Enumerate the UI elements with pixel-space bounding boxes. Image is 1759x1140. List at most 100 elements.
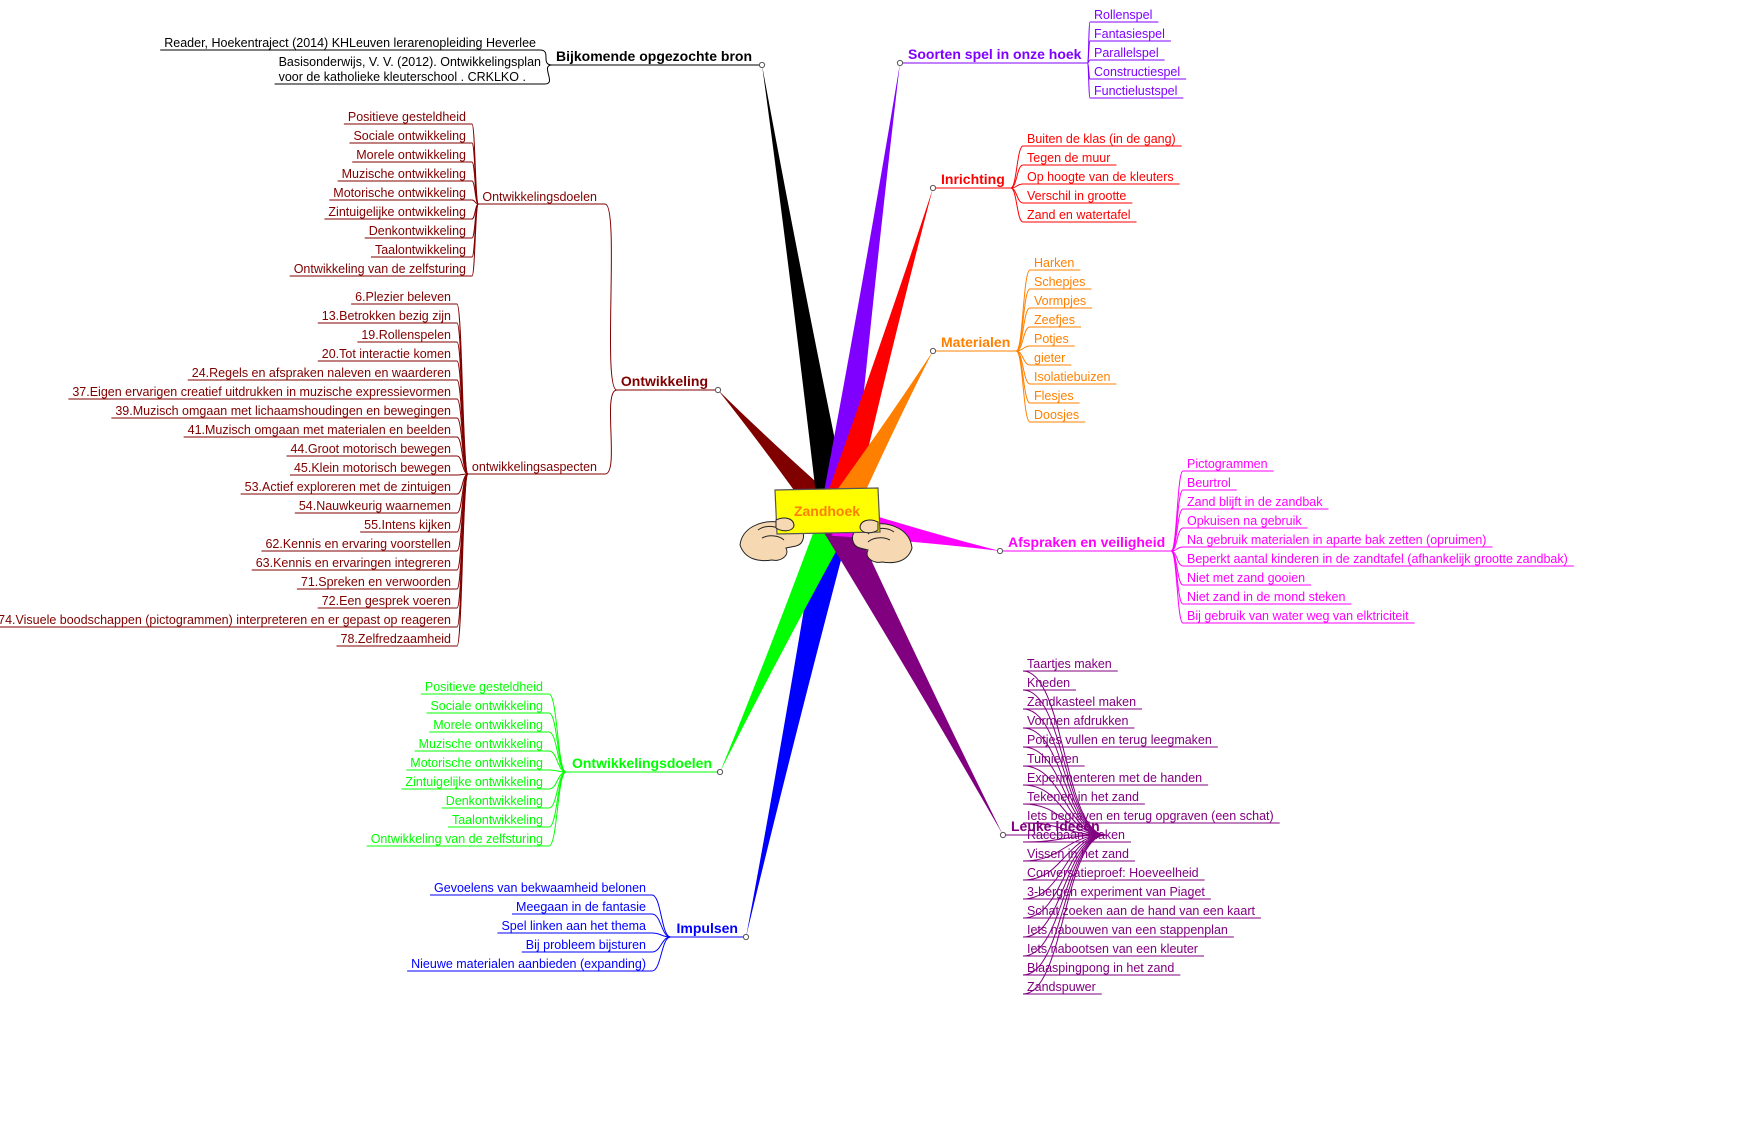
leaf-bronnen-3[interactable]: voor de katholieke kleuterschool . CRKLK… [279, 70, 526, 84]
leaf-soorten-2[interactable]: Fantasiespel [1094, 27, 1165, 41]
leaf-ideeen-13[interactable]: 3-bergen experiment van Piaget [1027, 885, 1205, 899]
leaf-ontwikkeling-2-10[interactable]: 45.Klein motorisch bewegen [294, 461, 451, 475]
leaf-afspraken-8[interactable]: Niet zand in de mond steken [1187, 590, 1345, 604]
leaf-ideeen-3[interactable]: Zandkasteel maken [1027, 695, 1136, 709]
leaf-impulsen-1[interactable]: Gevoelens van bekwaamheid belonen [434, 881, 646, 895]
leaf-impulsen-5[interactable]: Nieuwe materialen aanbieden (expanding) [411, 957, 646, 971]
leaf-doelen-2[interactable]: Sociale ontwikkeling [430, 699, 543, 713]
leaf-inrichting-3[interactable]: Op hoogte van de kleuters [1027, 170, 1174, 184]
leaf-ontwikkeling-1-4[interactable]: Muzische ontwikkeling [342, 167, 466, 181]
leaf-ontwikkeling-2-16[interactable]: 71.Spreken en verwoorden [301, 575, 451, 589]
leaf-ontwikkeling-2-19[interactable]: 78.Zelfredzaamheid [341, 632, 452, 646]
branch-soorten-label[interactable]: Soorten spel in onze hoek [908, 46, 1082, 62]
leaf-bronnen-1[interactable]: Reader, Hoekentraject (2014) KHLeuven le… [164, 36, 536, 50]
leaf-impulsen-4[interactable]: Bij probleem bijsturen [526, 938, 646, 952]
leaf-ontwikkeling-1-7[interactable]: Denkontwikkeling [369, 224, 466, 238]
leaf-ontwikkeling-2-15[interactable]: 63.Kennis en ervaringen integreren [256, 556, 451, 570]
leaf-doelen-7[interactable]: Denkontwikkeling [446, 794, 543, 808]
leaf-afspraken-6[interactable]: Beperkt aantal kinderen in de zandtafel … [1187, 552, 1568, 566]
leaf-ideeen-17[interactable]: Blaaspingpong in het zand [1027, 961, 1174, 975]
branch-afspraken-label[interactable]: Afspraken en veiligheid [1008, 534, 1165, 550]
leaf-ontwikkeling-2-13[interactable]: 55.Intens kijken [364, 518, 451, 532]
leaf-bronnen-2[interactable]: Basisonderwijs, V. V. (2012). Ontwikkeli… [279, 55, 541, 69]
leaf-ontwikkeling-2-17[interactable]: 72.Een gesprek voeren [322, 594, 451, 608]
branch-doelen-label[interactable]: Ontwikkelingsdoelen [572, 755, 712, 771]
leaf-materialen-8[interactable]: Flesjes [1034, 389, 1074, 403]
leaf-doelen-1[interactable]: Positieve gesteldheid [425, 680, 543, 694]
leaf-ontwikkeling-2-5[interactable]: 24.Regels en afspraken naleven en waarde… [192, 366, 451, 380]
leaf-ontwikkeling-2-11[interactable]: 53.Actief exploreren met de zintuigen [245, 480, 451, 494]
leaf-afspraken-2[interactable]: Beurtrol [1187, 476, 1231, 490]
leaf-ontwikkeling-1-8[interactable]: Taalontwikkeling [375, 243, 466, 257]
leaf-ontwikkeling-2-1[interactable]: 6.Plezier beleven [355, 290, 451, 304]
leaf-afspraken-5[interactable]: Na gebruik materialen in aparte bak zett… [1187, 533, 1486, 547]
leaf-ontwikkeling-2-8[interactable]: 41.Muzisch omgaan met materialen en beel… [188, 423, 451, 437]
leaf-ideeen-16[interactable]: Iets nabootsen van een kleuter [1027, 942, 1198, 956]
leaf-afspraken-1[interactable]: Pictogrammen [1187, 457, 1268, 471]
leaf-materialen-4[interactable]: Zeefjes [1034, 313, 1075, 327]
central-topic-label[interactable]: Zandhoek [794, 503, 860, 519]
leaf-ontwikkeling-1-1[interactable]: Positieve gesteldheid [348, 110, 466, 124]
leaf-ontwikkeling-2-2[interactable]: 13.Betrokken bezig zijn [322, 309, 451, 323]
subtopic-ontwikkelingsaspecten-label[interactable]: ontwikkelingsaspecten [472, 460, 597, 474]
leaf-doelen-5[interactable]: Motorische ontwikkeling [410, 756, 543, 770]
leaf-materialen-7[interactable]: Isolatiebuizen [1034, 370, 1110, 384]
leaf-ontwikkeling-2-12[interactable]: 54.Nauwkeurig waarnemen [299, 499, 451, 513]
leaf-ontwikkeling-1-9[interactable]: Ontwikkeling van de zelfsturing [294, 262, 466, 276]
leaf-ontwikkeling-1-5[interactable]: Motorische ontwikkeling [333, 186, 466, 200]
leaf-ideeen-11[interactable]: Vissen in het zand [1027, 847, 1129, 861]
leaf-inrichting-4[interactable]: Verschil in grootte [1027, 189, 1126, 203]
leaf-ideeen-9[interactable]: Iets begraven en terug opgraven (een sch… [1027, 809, 1274, 823]
leaf-ontwikkeling-2-4[interactable]: 20.Tot interactie komen [322, 347, 451, 361]
leaf-ontwikkeling-1-2[interactable]: Sociale ontwikkeling [353, 129, 466, 143]
central-topic[interactable]: Zandhoek [739, 487, 913, 564]
leaf-inrichting-5[interactable]: Zand en watertafel [1027, 208, 1131, 222]
leaf-ontwikkeling-2-7[interactable]: 39.Muzisch omgaan met lichaamshoudingen … [115, 404, 451, 418]
leaf-doelen-3[interactable]: Morele ontwikkeling [433, 718, 543, 732]
leaf-ideeen-8[interactable]: Tekenen in het zand [1027, 790, 1139, 804]
leaf-materialen-6[interactable]: gieter [1034, 351, 1065, 365]
leaf-afspraken-3[interactable]: Zand blijft in de zandbak [1187, 495, 1323, 509]
leaf-inrichting-2[interactable]: Tegen de muur [1027, 151, 1110, 165]
leaf-materialen-5[interactable]: Potjes [1034, 332, 1069, 346]
branch-inrichting-label[interactable]: Inrichting [941, 171, 1005, 187]
leaf-impulsen-3[interactable]: Spel linken aan het thema [501, 919, 646, 933]
leaf-ideeen-12[interactable]: Conversatieproef: Hoeveelheid [1027, 866, 1199, 880]
leaf-soorten-3[interactable]: Parallelspel [1094, 46, 1159, 60]
leaf-afspraken-7[interactable]: Niet met zand gooien [1187, 571, 1305, 585]
leaf-ontwikkeling-2-18[interactable]: 74.Visuele boodschappen (pictogrammen) i… [0, 613, 451, 627]
branch-impulsen-label[interactable]: Impulsen [677, 920, 738, 936]
subtopic-ontwikkelingsdoelen-label[interactable]: Ontwikkelingsdoelen [482, 190, 597, 204]
leaf-ontwikkeling-1-6[interactable]: Zintuigelijke ontwikkeling [328, 205, 466, 219]
leaf-afspraken-9[interactable]: Bij gebruik van water weg van elktricite… [1187, 609, 1409, 623]
leaf-impulsen-2[interactable]: Meegaan in de fantasie [516, 900, 646, 914]
leaf-soorten-1[interactable]: Rollenspel [1094, 8, 1152, 22]
leaf-ontwikkeling-2-6[interactable]: 37.Eigen ervarigen creatief uitdrukken i… [72, 385, 451, 399]
leaf-ideeen-7[interactable]: Experimenteren met de handen [1027, 771, 1202, 785]
leaf-ideeen-15[interactable]: Iets nabouwen van een stappenplan [1027, 923, 1228, 937]
leaf-materialen-9[interactable]: Doosjes [1034, 408, 1079, 422]
leaf-materialen-2[interactable]: Schepjes [1034, 275, 1085, 289]
leaf-doelen-4[interactable]: Muzische ontwikkeling [419, 737, 543, 751]
leaf-ontwikkeling-2-14[interactable]: 62.Kennis en ervaring voorstellen [265, 537, 451, 551]
leaf-materialen-3[interactable]: Vormpjes [1034, 294, 1086, 308]
branch-ideeen-label[interactable]: Leuke ideeën [1011, 818, 1100, 834]
leaf-inrichting-1[interactable]: Buiten de klas (in de gang) [1027, 132, 1176, 146]
leaf-ideeen-18[interactable]: Zandspuwer [1027, 980, 1096, 994]
leaf-materialen-1[interactable]: Harken [1034, 256, 1074, 270]
leaf-ontwikkeling-2-3[interactable]: 19.Rollenspelen [361, 328, 451, 342]
leaf-doelen-6[interactable]: Zintuigelijke ontwikkeling [405, 775, 543, 789]
leaf-afspraken-4[interactable]: Opkuisen na gebruik [1187, 514, 1302, 528]
leaf-ideeen-2[interactable]: Kneden [1027, 676, 1070, 690]
leaf-ideeen-6[interactable]: Tuinieren [1027, 752, 1079, 766]
leaf-ideeen-10[interactable]: Racebaan maken [1027, 828, 1125, 842]
leaf-ideeen-14[interactable]: Schat zoeken aan de hand van een kaart [1027, 904, 1255, 918]
leaf-ideeen-4[interactable]: Vormen afdrukken [1027, 714, 1128, 728]
leaf-ontwikkeling-2-9[interactable]: 44.Groot motorisch bewegen [290, 442, 451, 456]
branch-ontwikkeling-label[interactable]: Ontwikkeling [621, 373, 708, 389]
leaf-doelen-8[interactable]: Taalontwikkeling [452, 813, 543, 827]
leaf-ideeen-1[interactable]: Taartjes maken [1027, 657, 1112, 671]
leaf-ideeen-5[interactable]: Potjes vullen en terug leegmaken [1027, 733, 1212, 747]
branch-materialen-label[interactable]: Materialen [941, 334, 1010, 350]
leaf-soorten-4[interactable]: Constructiespel [1094, 65, 1180, 79]
